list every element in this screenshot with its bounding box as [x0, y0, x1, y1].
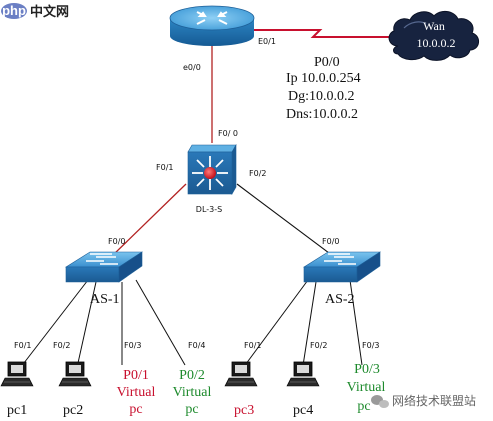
core-switch-name: DL-3-S	[196, 205, 222, 214]
pc1-icon[interactable]	[0, 361, 34, 387]
pc4-icon[interactable]	[286, 361, 320, 387]
link-as2-pc4	[301, 281, 317, 373]
core-port-f0-1: F0/1	[156, 163, 173, 172]
vpc1-line2: pc	[129, 402, 142, 417]
router-info-dns: Dns:10.0.0.2	[286, 107, 358, 122]
link-router-wan-serial	[245, 29, 392, 38]
pc3-label: pc3	[234, 403, 254, 418]
router-info-ip: Ip 10.0.0.254	[286, 71, 361, 86]
core-port-f0-0: F0/ 0	[218, 129, 238, 138]
vpc2-line1: Virtual	[173, 385, 212, 400]
as1-port-2: F0/2	[53, 341, 70, 350]
vpc1-line1: Virtual	[117, 385, 156, 400]
as1-port-4: F0/4	[188, 341, 205, 350]
link-as2-vpc3	[349, 279, 363, 366]
as2-switch[interactable]	[302, 251, 382, 283]
watermark-bottom: 网络技术联盟站	[371, 393, 476, 408]
vpc2-port: P0/2	[179, 368, 205, 383]
links	[16, 29, 392, 373]
pc3-icon[interactable]	[224, 361, 258, 387]
core-port-f0-2: F0/2	[249, 169, 266, 178]
router[interactable]	[169, 5, 255, 46]
as1-port-1: F0/1	[14, 341, 31, 350]
as1-switch[interactable]	[64, 251, 144, 283]
core-switch[interactable]	[187, 143, 237, 196]
vpc3-port: P0/3	[354, 362, 380, 377]
link-core-as1	[111, 183, 187, 257]
link-as1-vpc2	[135, 279, 186, 366]
switch-arrows-icon	[86, 253, 118, 265]
as1-name: AS-1	[90, 292, 120, 307]
pc1-label: pc1	[7, 403, 27, 418]
as1-port-3: F0/3	[124, 341, 141, 350]
link-as1-pc1	[16, 279, 89, 373]
link-as2-pc3	[239, 279, 309, 373]
router-info-port: P0/0	[314, 55, 340, 70]
vpc3[interactable]: P0/3 Virtual pc	[347, 362, 386, 414]
as1-uplink-port: F0/0	[108, 237, 125, 246]
watermark-text: 网络技术联盟站	[392, 393, 476, 408]
vpc3-line2: pc	[357, 399, 370, 414]
router-info-dg: Dg:10.0.0.2	[288, 89, 355, 104]
router-port-e0-1: E0/1	[258, 37, 276, 46]
link-as1-pc2	[75, 281, 97, 373]
as2-uplink-port: F0/0	[322, 237, 339, 246]
as2-port-2: F0/2	[310, 341, 327, 350]
router-arrows-icon	[196, 11, 228, 25]
pc4-label: pc4	[293, 403, 313, 418]
wan-cloud[interactable]	[388, 11, 479, 61]
pc2-label: pc2	[63, 403, 83, 418]
vpc2[interactable]: P0/2 Virtual pc	[173, 368, 212, 417]
php-logo-text: php	[2, 3, 26, 18]
php-logo-icon	[1, 3, 27, 19]
pc2-icon[interactable]	[58, 361, 92, 387]
vpc1-port: P0/1	[123, 368, 149, 383]
wan-label: Wan	[423, 19, 445, 33]
watermark-top: php 中文网	[1, 3, 69, 20]
router-port-e0-0: e0/0	[183, 63, 201, 72]
wan-ip: 10.0.0.2	[417, 36, 456, 50]
as2-port-3: F0/3	[362, 341, 379, 350]
l3-switch-arrows-icon	[192, 156, 228, 190]
switch-arrows-icon	[324, 253, 356, 265]
router-info: P0/0 Ip 10.0.0.254 Dg:10.0.0.2 Dns:10.0.…	[286, 55, 361, 122]
link-core-as2	[236, 183, 334, 257]
site-name: 中文网	[30, 4, 69, 20]
vpc2-line2: pc	[185, 402, 198, 417]
as2-port-1: F0/1	[244, 341, 261, 350]
wechat-icon	[371, 395, 389, 408]
vpc1[interactable]: P0/1 Virtual pc	[117, 368, 156, 417]
vpc3-line1: Virtual	[347, 380, 386, 395]
as2-name: AS-2	[325, 292, 355, 307]
